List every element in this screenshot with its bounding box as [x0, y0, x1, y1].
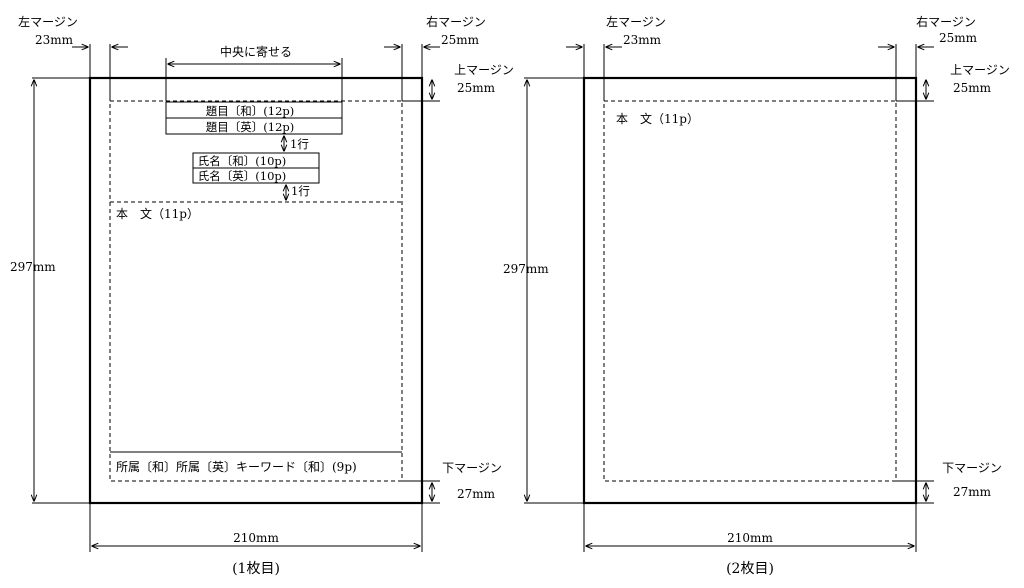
left-margin-label: 左マージン	[606, 14, 666, 29]
name-ja: 氏名〔和〕(10p)	[198, 154, 286, 168]
top-margin-value: 25mm	[953, 81, 992, 95]
top-margin-label: 上マージン	[454, 63, 514, 77]
left-margin-value: 23mm	[623, 33, 662, 47]
bottom-margin-value: 27mm	[457, 487, 496, 501]
page-1-outline	[88, 76, 424, 505]
right-margin-label: 右マージン	[426, 14, 486, 29]
width-label: 210mm	[727, 531, 773, 545]
top-margin-value: 25mm	[457, 81, 496, 95]
left-margin-label: 左マージン	[18, 14, 78, 29]
bottom-margin-value: 27mm	[953, 485, 992, 499]
title-ja: 題目〔和〕(12p)	[206, 104, 294, 118]
right-margin-value: 25mm	[441, 33, 480, 47]
right-margin-label: 右マージン	[916, 14, 976, 29]
top-margin-label: 上マージン	[950, 63, 1010, 77]
text-area-boundary	[603, 100, 897, 482]
title-en-box	[165, 117, 343, 135]
height-label: 297mm	[10, 260, 56, 274]
name-en-box	[192, 167, 320, 184]
one-line-label-1: 1行	[290, 137, 309, 151]
right-margin-value: 25mm	[939, 31, 978, 45]
name-en: 氏名〔英〕(10p)	[198, 169, 286, 183]
title-en: 題目〔英〕(12p)	[206, 120, 294, 134]
body-text: 本 文（11p）	[116, 206, 199, 221]
one-line-label-2: 1行	[291, 184, 310, 198]
page-2-outline	[582, 76, 918, 505]
body-text: 本 文（11p）	[616, 111, 699, 126]
left-margin-value: 23mm	[35, 33, 74, 47]
page-caption: (2枚目)	[726, 561, 774, 577]
bottom-margin-label: 下マージン	[442, 461, 502, 475]
width-label: 210mm	[233, 531, 279, 545]
height-label: 297mm	[503, 262, 549, 276]
bottom-margin-label: 下マージン	[942, 461, 1002, 475]
page-1: 297mm 210mm (1枚目) 左マージン 23mm 右マージン 25mm …	[10, 14, 514, 577]
center-label: 中央に寄せる	[220, 44, 292, 59]
footer-text: 所属〔和〕所属〔英〕キーワード〔和〕(9p)	[116, 460, 357, 474]
page-caption: (1枚目)	[232, 561, 280, 577]
page-2: 297mm 210mm (2枚目) 左マージン 23mm 右マージン 25mm …	[503, 14, 1010, 577]
